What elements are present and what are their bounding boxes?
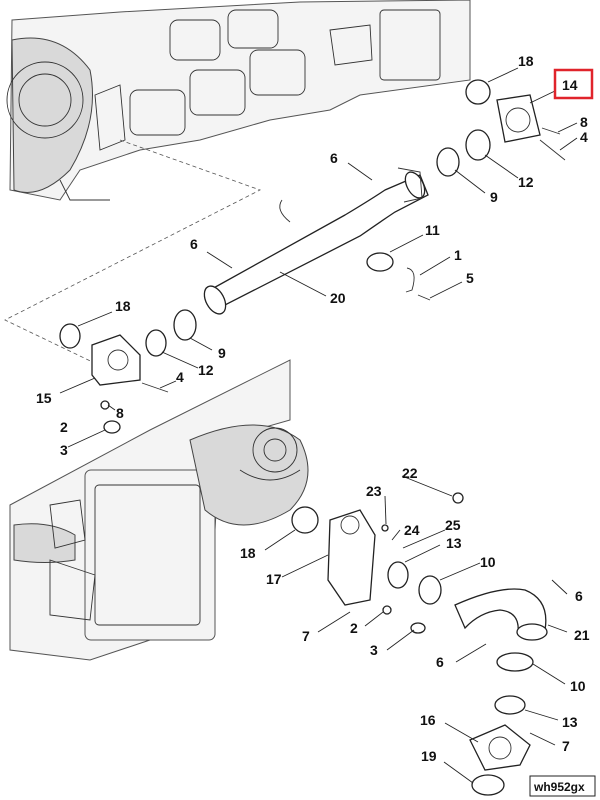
callout-13: 13 [446,535,462,551]
callout-7: 7 [302,628,310,644]
callout-18b: 18 [115,298,131,314]
plug-22 [452,492,464,504]
callout-2: 2 [60,419,68,435]
callout-12b: 12 [198,362,214,378]
callout-25: 25 [445,517,461,533]
callout-7b: 7 [562,738,570,754]
clamp-lower-13 [387,561,409,589]
callout-3: 3 [60,442,68,458]
callout-5: 5 [466,270,474,286]
flange-lower-16 [469,724,531,771]
callout-22: 22 [402,465,418,481]
plug-left-3 [103,420,121,434]
clamp-11 [366,252,394,272]
dashed-guide-upper [4,139,262,381]
bracket-1 [405,267,415,293]
callout-9: 9 [490,189,498,205]
sleeve-left-12 [145,329,167,357]
callout-8b: 8 [116,405,124,421]
sleeve-lower-10b [496,652,534,672]
o-ring-lower-19 [471,774,505,796]
callout-20: 20 [330,290,346,306]
callout-14: 14 [562,77,578,93]
lower-engine-block [9,359,309,661]
sleeve-left-9 [173,309,197,341]
flange-upper-14 [496,94,541,143]
plug-lower-3 [410,622,426,634]
upper-engine-block [6,0,471,201]
callout-13b: 13 [562,714,578,730]
callout-16: 16 [420,712,436,728]
bolt-upper-8 [541,127,561,135]
callout-3b: 3 [370,642,378,658]
callout-6d: 6 [436,654,444,670]
callout-labels: 18 14 8 4 6 12 9 11 1 5 6 20 18 9 12 4 1… [36,53,590,764]
elbow-pipe-21 [454,588,548,641]
callout-11: 11 [425,222,440,238]
callout-6: 6 [330,150,338,166]
callout-15: 15 [36,390,52,406]
callout-17: 17 [266,571,282,587]
callout-24: 24 [404,522,420,538]
bolt-upper-4 [539,139,566,161]
callout-2b: 2 [350,620,358,636]
washer-23 [381,524,389,532]
reference-code: wh952gx [533,780,585,794]
callout-4: 4 [580,129,588,145]
flange-left-15 [91,334,141,386]
clamp-lower-13b [494,695,526,715]
callout-10: 10 [480,554,496,570]
callout-18: 18 [518,53,534,69]
housing-17 [327,509,376,606]
o-ring-lower-18 [291,506,319,534]
callout-18c: 18 [240,545,256,561]
washer-left-2 [100,400,110,410]
sleeve-lower-10 [418,575,442,605]
callout-6c: 6 [575,588,583,604]
leader-lines [59,67,578,784]
callout-1: 1 [454,247,462,263]
callout-10b: 10 [570,678,586,694]
callout-23: 23 [366,483,382,499]
highlight-box [553,68,594,100]
washer-lower-2 [382,605,392,615]
intake-tube-assembly [203,167,429,315]
callout-6b: 6 [190,236,198,252]
clamp-upper-12 [465,129,491,161]
callout-4b: 4 [176,369,184,385]
o-ring-upper [465,79,491,105]
callout-19: 19 [421,748,437,764]
bolt-5 [417,294,431,301]
callout-8: 8 [580,114,588,130]
callout-9b: 9 [218,345,226,361]
callout-21: 21 [574,627,590,643]
bolt-left-4 [141,382,169,393]
callout-12: 12 [518,174,534,190]
reference-code-box [529,775,596,797]
o-ring-left-18 [59,323,81,349]
sleeve-upper-9 [436,147,460,177]
